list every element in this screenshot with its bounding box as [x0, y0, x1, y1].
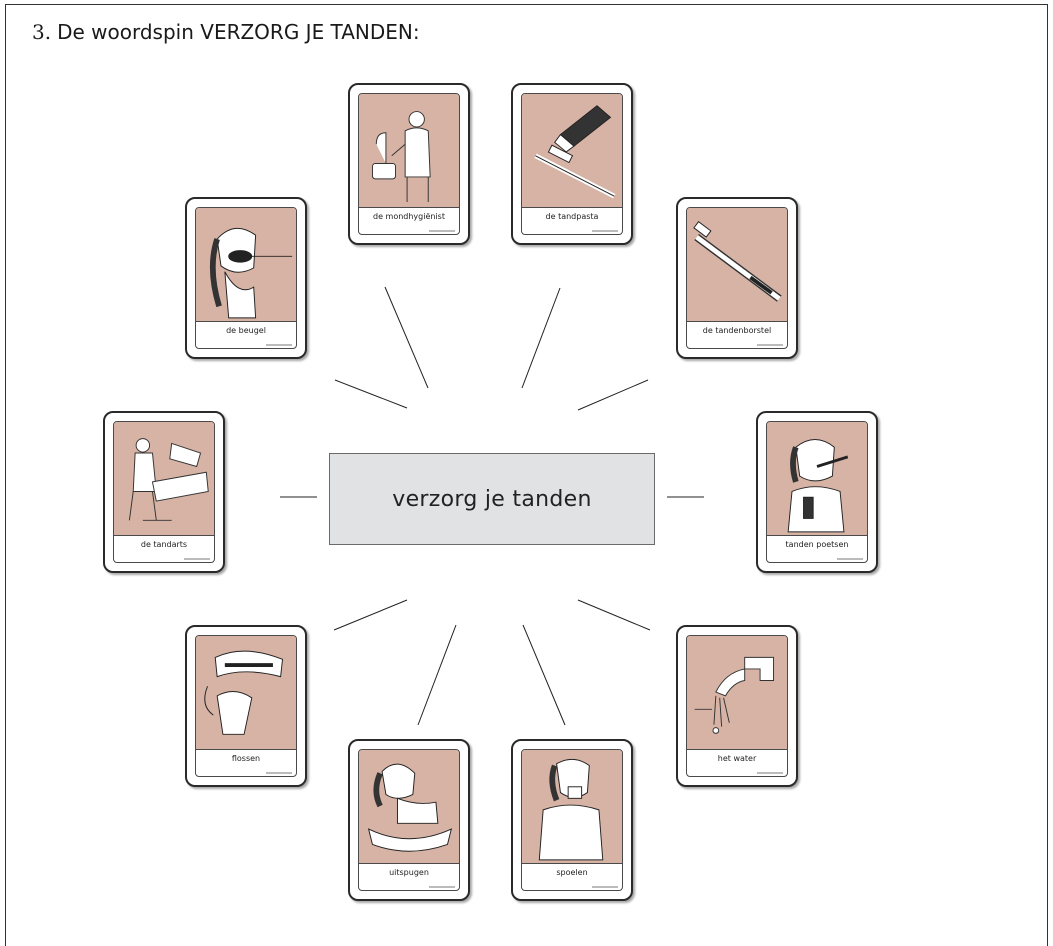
connector-line-tandpasta — [521, 287, 561, 389]
card-flossen: flossen — [185, 625, 307, 787]
toothbrush-icon — [687, 208, 787, 322]
card-spoelen: spoelen — [511, 739, 633, 901]
card-mondhygienist: de mondhygiënist — [348, 83, 470, 245]
center-topic-box: verzorg je tanden — [329, 453, 655, 545]
card-inner: de beugel — [195, 207, 297, 349]
hygienist-icon — [359, 94, 459, 208]
brushing-teeth-icon — [767, 422, 867, 536]
card-het-water: het water — [676, 625, 798, 787]
card-label: het water — [717, 754, 757, 763]
card-credit-mark — [757, 772, 783, 774]
connector-line-flossen — [333, 599, 408, 631]
card-label: uitspugen — [389, 868, 429, 877]
connector-line-beugel — [334, 379, 408, 409]
card-credit-mark — [266, 344, 292, 346]
card-label: spoelen — [556, 868, 588, 877]
connector-line-spoelen — [522, 624, 566, 726]
card-credit-mark — [592, 230, 618, 232]
exercise-number: 3. — [32, 20, 52, 44]
card-credit-mark — [184, 558, 210, 560]
card-tandenborstel: de tandenborstel — [676, 197, 798, 359]
center-topic-label: verzorg je tanden — [392, 486, 592, 512]
toothpaste-icon — [522, 94, 622, 208]
card-beugel: de beugel — [185, 197, 307, 359]
card-label: de mondhygiënist — [372, 212, 445, 221]
flossing-icon — [196, 636, 296, 750]
card-inner: de tandarts — [113, 421, 215, 563]
spitting-icon — [359, 750, 459, 864]
card-credit-mark — [757, 344, 783, 346]
card-credit-mark — [429, 230, 455, 232]
braces-icon — [196, 208, 296, 322]
exercise-heading: 3.De woordspin VERZORG JE TANDEN: — [32, 20, 420, 44]
connector-line-mondhygienist — [384, 286, 429, 389]
card-inner: het water — [686, 635, 788, 777]
card-inner: uitspugen — [358, 749, 460, 891]
card-credit-mark — [429, 886, 455, 888]
card-label: de tandenborstel — [702, 326, 772, 335]
water-tap-icon — [687, 636, 787, 750]
card-label: de beugel — [226, 326, 266, 335]
card-label: de tandpasta — [545, 212, 599, 221]
exercise-title: De woordspin VERZORG JE TANDEN: — [57, 20, 420, 44]
connector-line-uitspugen — [417, 624, 457, 726]
card-uitspugen: uitspugen — [348, 739, 470, 901]
card-label: de tandarts — [140, 540, 188, 549]
card-credit-mark — [837, 558, 863, 560]
rinsing-icon — [522, 750, 622, 864]
card-label: tanden poetsen — [785, 540, 849, 549]
card-tandpasta: de tandpasta — [511, 83, 633, 245]
card-tanden-poetsen: tanden poetsen — [756, 411, 878, 573]
card-inner: tanden poetsen — [766, 421, 868, 563]
card-tandarts: de tandarts — [103, 411, 225, 573]
card-inner: de mondhygiënist — [358, 93, 460, 235]
card-inner: de tandenborstel — [686, 207, 788, 349]
connector-line-tandenborstel — [577, 379, 649, 411]
card-inner: de tandpasta — [521, 93, 623, 235]
card-label: flossen — [231, 754, 261, 763]
card-credit-mark — [266, 772, 292, 774]
card-inner: spoelen — [521, 749, 623, 891]
dentist-icon — [114, 422, 214, 536]
connector-line-het-water — [577, 599, 651, 631]
card-credit-mark — [592, 886, 618, 888]
card-inner: flossen — [195, 635, 297, 777]
